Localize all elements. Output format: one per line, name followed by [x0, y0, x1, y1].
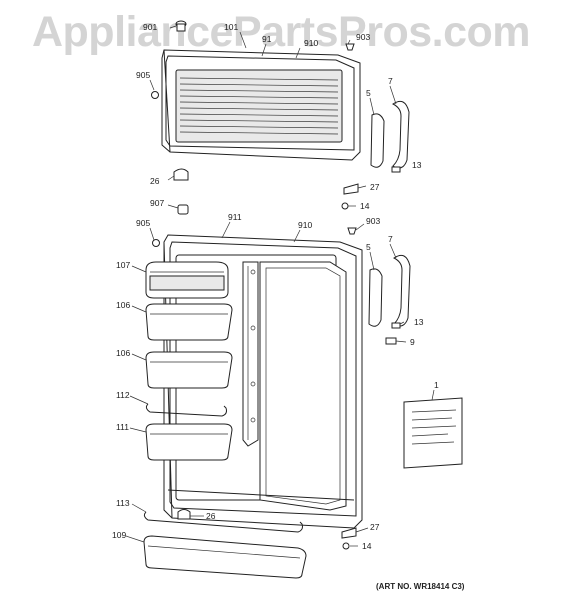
fresh-food-screw-13[interactable] [391, 322, 401, 329]
label-903-top: 903 [356, 32, 370, 42]
door-shelf-111[interactable] [145, 423, 233, 461]
label-13-top: 13 [412, 160, 422, 170]
freezer-hinge-27[interactable] [343, 183, 359, 195]
fresh-food-handle-7[interactable] [393, 254, 411, 327]
door-stop-26[interactable] [177, 509, 191, 520]
label-901: 901 [143, 22, 157, 32]
label-910-top: 910 [304, 38, 318, 48]
door-shelf-106-upper[interactable] [145, 303, 233, 341]
freezer-screw-13[interactable] [391, 166, 401, 173]
dairy-compartment-107[interactable] [145, 261, 229, 299]
label-911: 911 [228, 212, 242, 222]
freezer-plug-903[interactable] [345, 43, 355, 51]
fresh-food-handle-trim-5[interactable] [368, 268, 383, 327]
bottom-screw-14[interactable] [342, 542, 350, 550]
label-1: 1 [434, 380, 439, 390]
leader-lines [125, 25, 435, 547]
freezer-stop-26[interactable] [173, 168, 189, 181]
fresh-food-cap-9[interactable] [385, 337, 397, 345]
label-905-mid: 905 [136, 218, 150, 228]
label-106-upper: 106 [116, 300, 130, 310]
label-907: 907 [150, 198, 164, 208]
door-shelf-106-lower[interactable] [145, 351, 233, 389]
freezer-screw-14[interactable] [341, 202, 349, 210]
label-14-top: 14 [360, 201, 370, 211]
door-shelf-109[interactable] [143, 535, 307, 579]
label-27-bottom: 27 [370, 522, 380, 532]
label-903-mid: 903 [366, 216, 380, 226]
label-5-top: 5 [366, 88, 371, 98]
fresh-food-plug-907[interactable] [177, 204, 189, 215]
freezer-door[interactable] [161, 49, 361, 161]
label-910-mid: 910 [298, 220, 312, 230]
label-107: 107 [116, 260, 130, 270]
label-905-top: 905 [136, 70, 150, 80]
fresh-food-plug-903[interactable] [347, 227, 357, 235]
label-5-mid: 5 [366, 242, 371, 252]
label-7-top: 7 [388, 76, 393, 86]
label-112: 112 [116, 390, 130, 400]
freezer-handle-7[interactable] [392, 100, 410, 169]
label-26-bottom: 26 [206, 511, 216, 521]
instruction-sheet-1[interactable] [403, 397, 463, 469]
label-91: 91 [262, 34, 272, 44]
freezer-hinge-pin-901[interactable] [175, 20, 187, 32]
label-113: 113 [116, 498, 130, 508]
label-27-top: 27 [370, 182, 380, 192]
label-9: 9 [410, 337, 415, 347]
bottom-hinge-27[interactable] [341, 527, 357, 539]
label-7-mid: 7 [388, 234, 393, 244]
freezer-screw-905[interactable] [151, 91, 159, 99]
label-101: 101 [224, 22, 238, 32]
label-13-mid: 13 [414, 317, 424, 327]
shelf-retainer-bar-112[interactable] [145, 403, 227, 417]
label-111: 111 [116, 422, 129, 432]
label-26-top: 26 [150, 176, 160, 186]
art-number: (ART NO. WR18414 C3) [376, 582, 465, 591]
fresh-food-screw-905[interactable] [152, 239, 160, 247]
shelf-retainer-bar-113[interactable] [143, 511, 303, 533]
label-109: 109 [112, 530, 126, 540]
freezer-handle-trim-5[interactable] [370, 113, 385, 168]
label-14-bottom: 14 [362, 541, 372, 551]
label-106-lower: 106 [116, 348, 130, 358]
